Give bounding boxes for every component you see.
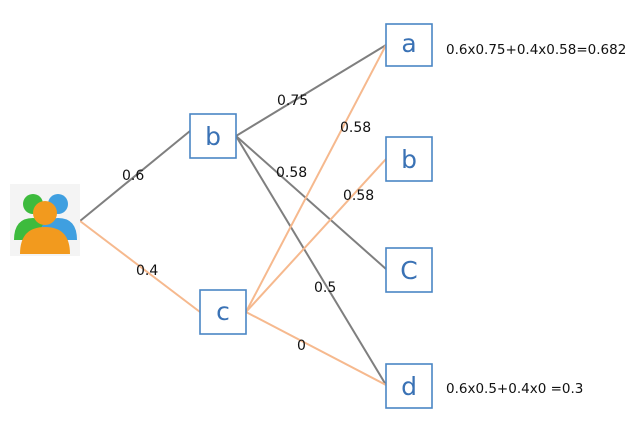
edge-c-to-d xyxy=(245,311,387,386)
node-d: d xyxy=(385,363,433,409)
orange-edges xyxy=(79,44,387,386)
edge-label-c-a: 0.58 xyxy=(340,120,371,136)
edge-label-c-b: 0.58 xyxy=(343,188,374,204)
node-c-mid: c xyxy=(199,289,247,335)
edge-c-to-a xyxy=(245,44,387,313)
formula-d: 0.6x0.5+0.4x0 =0.3 xyxy=(446,381,583,397)
node-d-label: d xyxy=(401,372,417,401)
edge-label-b-a: 0.75 xyxy=(277,93,308,109)
edge-label-c-d: 0 xyxy=(297,338,306,354)
formula-a: 0.6x0.75+0.4x0.58=0.682 xyxy=(446,42,626,58)
edge-b-to-a xyxy=(235,44,387,137)
node-b-mid-label: b xyxy=(205,122,221,151)
node-c-right: C xyxy=(385,247,433,293)
node-c-right-label: C xyxy=(400,256,417,285)
edge-label-b-d: 0.5 xyxy=(314,280,336,296)
edge-b-to-c-right xyxy=(235,135,387,270)
node-b-mid: b xyxy=(189,113,237,159)
node-b-right: b xyxy=(385,136,433,182)
gray-edges xyxy=(79,44,387,386)
node-a-label: a xyxy=(401,29,416,58)
edge-label-user-c: 0.4 xyxy=(136,263,158,279)
node-c-mid-label: c xyxy=(216,297,230,326)
edge-label-b-c: 0.58 xyxy=(276,165,307,181)
users-group-icon xyxy=(10,184,80,256)
node-b-right-label: b xyxy=(401,145,417,174)
edge-b-to-d xyxy=(235,135,387,386)
edge-user-to-b xyxy=(79,130,191,222)
edge-user-to-c xyxy=(79,220,201,313)
edge-label-user-b: 0.6 xyxy=(122,168,144,184)
edge-c-to-b-right xyxy=(245,158,387,313)
node-a: a xyxy=(385,23,433,67)
